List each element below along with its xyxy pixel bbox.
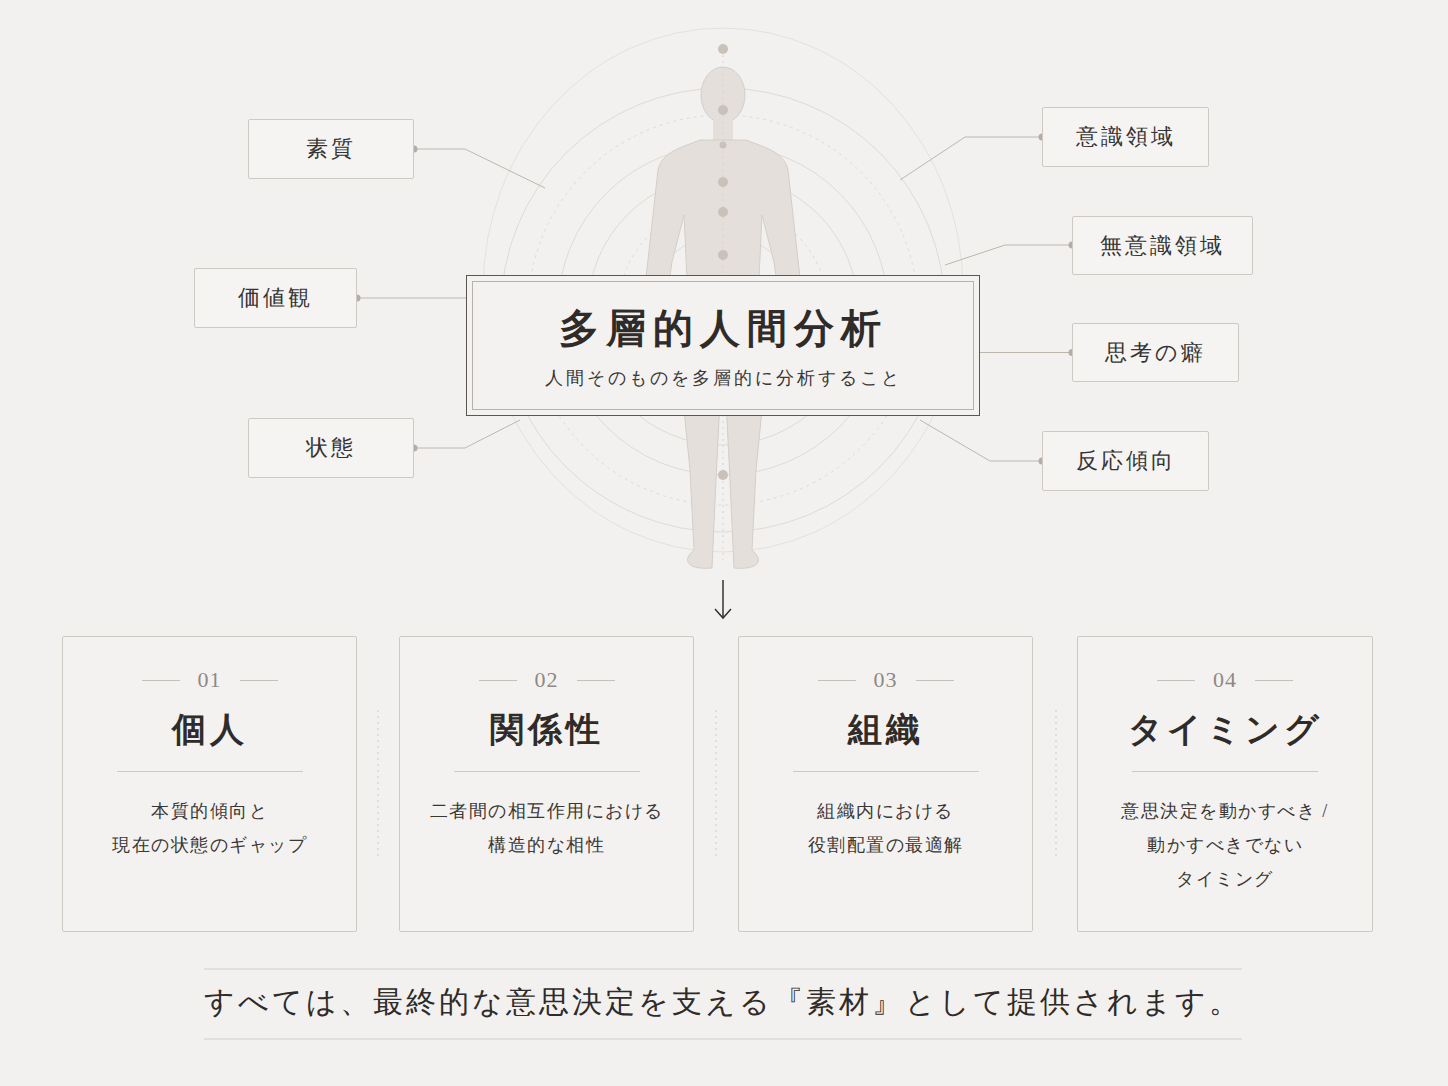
- attribute-box: 状態: [248, 418, 414, 478]
- card-number: 03: [800, 667, 972, 693]
- card-separator: [1132, 771, 1318, 772]
- card-separator: [793, 771, 979, 772]
- leader-lines: [414, 137, 1072, 461]
- down-arrow: [715, 580, 731, 618]
- concept-subtitle: 人間そのものを多層的に分析すること: [545, 366, 902, 390]
- attribute-box: 意識領域: [1042, 107, 1209, 167]
- attribute-label: 価値観: [238, 283, 313, 313]
- caption-rules: [204, 969, 1242, 1039]
- output-card: 01 個人本質的傾向と 現在の状態のギャップ: [62, 636, 357, 932]
- card-description: 組織内における 役割配置の最適解: [761, 794, 1011, 862]
- connector-group: [354, 295, 467, 302]
- attribute-box: 素質: [248, 119, 414, 179]
- central-concept-box: 多層的人間分析人間そのものを多層的に分析すること: [466, 275, 980, 416]
- connector-group: [980, 349, 1076, 356]
- caption-text: すべては、最終的な意思決定を支える『素材』として提供されます。: [204, 982, 1242, 1023]
- card-heading: 関係性: [490, 707, 604, 753]
- attribute-box: 無意識領域: [1072, 216, 1253, 275]
- card-heading: タイミング: [1128, 707, 1323, 753]
- output-card: 04 タイミング意思決定を動かすべき / 動かすべきでない タイミング: [1077, 636, 1373, 932]
- attribute-label: 状態: [306, 433, 356, 463]
- attribute-label: 意識領域: [1076, 122, 1176, 152]
- attribute-box: 思考の癖: [1072, 323, 1239, 382]
- leader-connector: [980, 352, 1072, 353]
- card-description: 本質的傾向と 現在の状態のギャップ: [85, 794, 335, 862]
- card-description: 意思決定を動かすべき / 動かすべきでない タイミング: [1100, 794, 1350, 897]
- output-card: 02 関係性二者間の相互作用における 構造的な相性: [399, 636, 694, 932]
- concept-title: 多層的人間分析: [559, 301, 888, 356]
- card-heading: 組織: [848, 707, 924, 753]
- output-card: 03 組織組織内における 役割配置の最適解: [738, 636, 1033, 932]
- attribute-box: 反応傾向: [1042, 431, 1209, 491]
- card-description: 二者間の相互作用における 構造的な相性: [422, 794, 672, 862]
- attribute-label: 素質: [306, 134, 356, 164]
- card-separator: [117, 771, 303, 772]
- attribute-label: 思考の癖: [1105, 338, 1206, 368]
- card-heading: 個人: [172, 707, 248, 753]
- card-number: 01: [124, 667, 296, 693]
- leader-connector: [357, 298, 466, 299]
- attribute-label: 無意識領域: [1100, 231, 1225, 261]
- attribute-label: 反応傾向: [1076, 446, 1176, 476]
- leader-dots: [411, 134, 1076, 465]
- attribute-box: 価値観: [194, 268, 357, 328]
- card-number: 04: [1139, 667, 1311, 693]
- card-separator: [454, 771, 640, 772]
- card-number: 02: [461, 667, 633, 693]
